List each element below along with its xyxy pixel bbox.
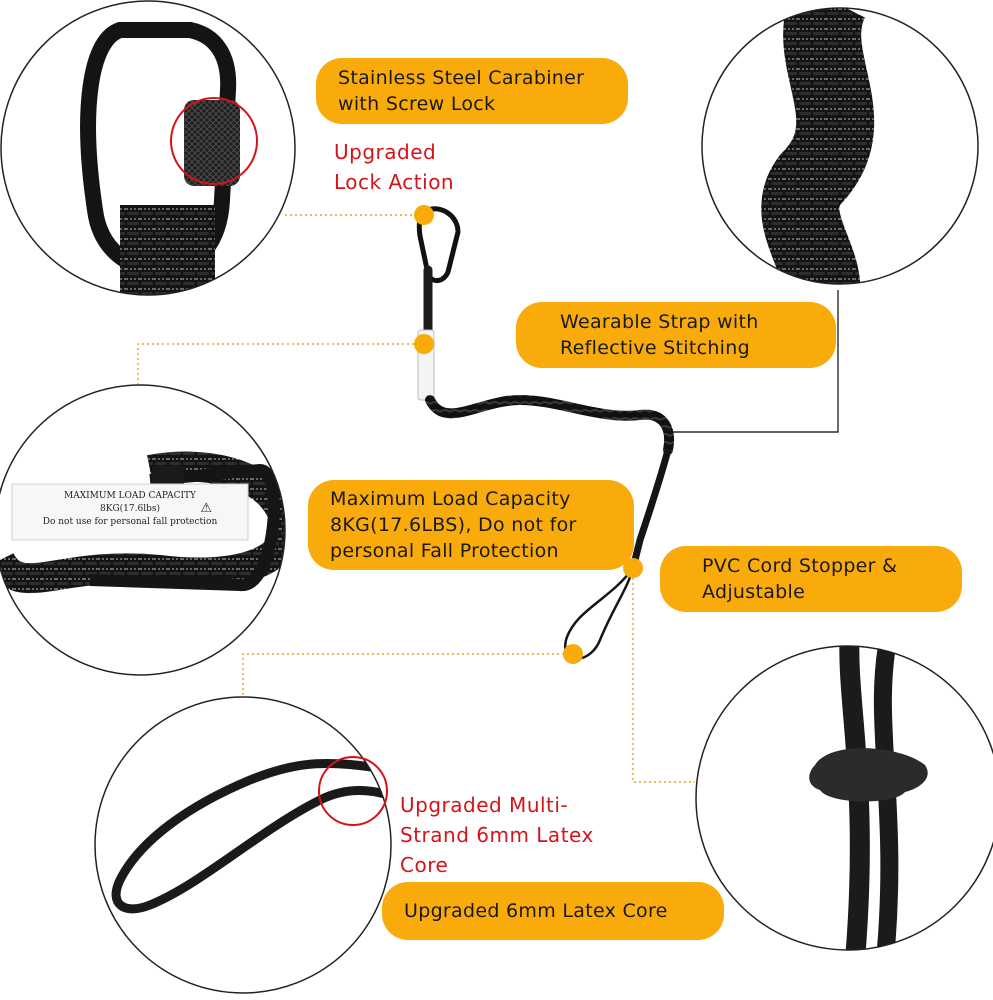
dot-carabiner [414,205,434,225]
callout-strap-line1: Wearable Strap with [560,311,759,333]
dot-strap-label [414,334,434,354]
callout-lock-action-line1: Upgraded [334,140,437,164]
callout-multi-strand-line3: Core [400,853,449,877]
label-tag-line3: Do not use for personal fall protection [42,517,218,527]
dot-stopper [623,558,643,578]
callout-carabiner-line1: Stainless Steel Carabiner [338,67,585,89]
callout-latex-core-line1: Upgraded 6mm Latex Core [404,900,668,922]
callout-stopper-line1: PVC Cord Stopper & [702,555,898,577]
lanyard-product [416,206,674,660]
callout-lock-action-line2: Lock Action [334,170,455,194]
label-detail-circle [0,384,286,676]
strap-detail-circle [701,7,979,285]
callout-stopper-line2: Adjustable [702,581,806,603]
dot-latex-core [563,644,583,664]
callout-load-line3: personal Fall Protection [330,540,559,562]
label-tag-line2: 8KG(17.6lbs) [100,504,160,514]
callout-carabiner: Stainless Steel Carabiner with Screw Loc… [316,58,628,124]
callout-multi-strand-line2: Strand 6mm Latex [400,823,594,847]
callout-load-line2: 8KG(17.6LBS), Do not for [330,514,577,536]
callout-stopper: PVC Cord Stopper & Adjustable [660,546,962,612]
label-tag-line1: MAXIMUM LOAD CAPACITY [64,491,196,501]
warning-icon: ⚠ [200,501,212,516]
callout-strap: Wearable Strap with Reflective Stitching [516,302,836,368]
load-label-tag: MAXIMUM LOAD CAPACITY 8KG(17.6lbs) ⚠ Do … [12,488,248,538]
callout-carabiner-line2: with Screw Lock [338,93,496,115]
callout-load-capacity: Maximum Load Capacity 8KG(17.6LBS), Do n… [308,480,634,570]
cord-stopper [809,748,928,802]
callout-strap-line2: Reflective Stitching [560,337,750,359]
callout-latex-core: Upgraded 6mm Latex Core [382,882,724,940]
webbing-strap [120,205,215,295]
callout-load-line1: Maximum Load Capacity [330,488,571,510]
callout-lock-action: Upgraded Lock Action [334,137,454,197]
lock-highlight-ring [170,97,258,185]
callout-multi-strand-line1: Upgraded Multi- [400,793,569,817]
connector-lines [137,214,839,783]
callout-dots [414,205,643,664]
latex-core-detail-circle [94,696,392,994]
callout-multi-strand: Upgraded Multi- Strand 6mm Latex Core [400,790,594,880]
screw-lock [184,100,240,186]
core-highlight-ring [318,756,388,826]
carabiner-detail-circle [0,0,296,296]
stopper-detail-circle [695,645,993,951]
